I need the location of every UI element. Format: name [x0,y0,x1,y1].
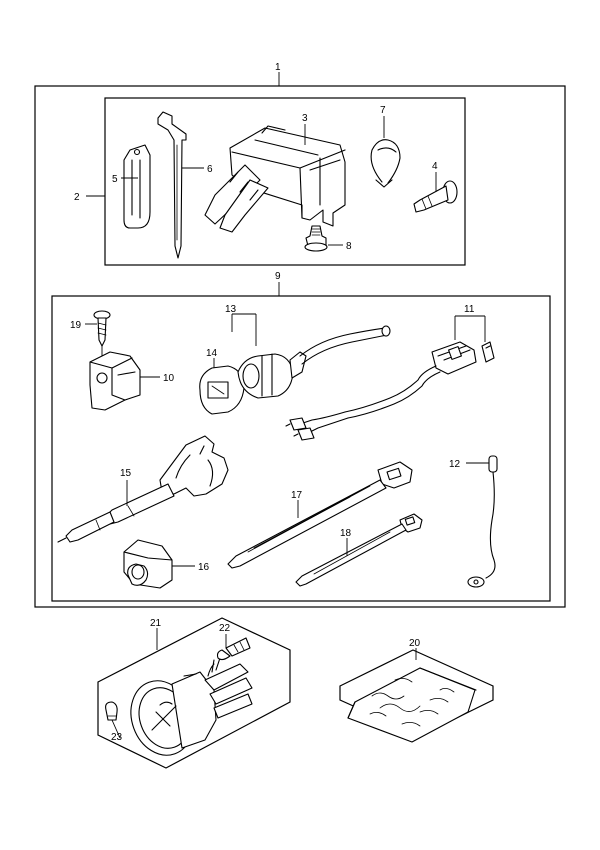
part-10-clamp [89,351,141,411]
label-6: 6 [207,164,213,175]
label-22: 22 [219,623,231,634]
label-5: 5 [112,174,118,185]
part-20-parts-bag [347,667,477,743]
label-20: 20 [409,638,421,649]
label-14: 14 [206,348,218,359]
label-1: 1 [275,62,281,73]
upper-subframe [104,97,466,266]
assembly-frame-1 [34,85,566,608]
part-23-small-bulb [105,701,118,721]
label-17: 17 [291,490,303,501]
part-13-connector-body [237,351,307,399]
label-12: 12 [449,459,461,470]
label-13: 13 [225,304,237,315]
label-19: 19 [70,320,82,331]
label-10: 10 [163,373,175,384]
part-21-gauge [130,657,253,756]
part-17-cable-tie [227,461,413,569]
part-15-sensor [57,435,229,543]
label-8: 8 [346,241,352,252]
gauge-kit-frame-21 [97,617,291,769]
part-3-rectifier [204,125,346,233]
part-11-harness [285,341,495,441]
part-6-long-tie [157,111,187,259]
label-2: 2 [74,192,80,203]
label-4: 4 [432,161,438,172]
label-21: 21 [150,618,162,629]
part-19-screw [93,310,111,347]
part-14-connector-cap [199,365,245,415]
label-15: 15 [120,468,132,479]
label-9: 9 [275,271,281,282]
bag-kit-frame-20 [339,649,494,737]
part-5-bracket [123,144,151,229]
part-18-cable-tie-small [295,513,423,587]
label-18: 18 [340,528,352,539]
cable-13 [299,327,386,357]
label-3: 3 [302,113,308,124]
label-7: 7 [380,105,386,116]
part-22-bulb [216,637,251,661]
part-12-ground-lead [467,455,498,588]
label-23: 23 [111,732,123,743]
middle-subframe-9 [51,295,551,602]
part-7-clip [370,139,401,188]
label-16: 16 [198,562,210,573]
label-11: 11 [464,304,475,315]
part-16-grommet [123,539,173,589]
part-8-bolt [304,225,328,252]
part-4-push-rivet [413,180,458,213]
